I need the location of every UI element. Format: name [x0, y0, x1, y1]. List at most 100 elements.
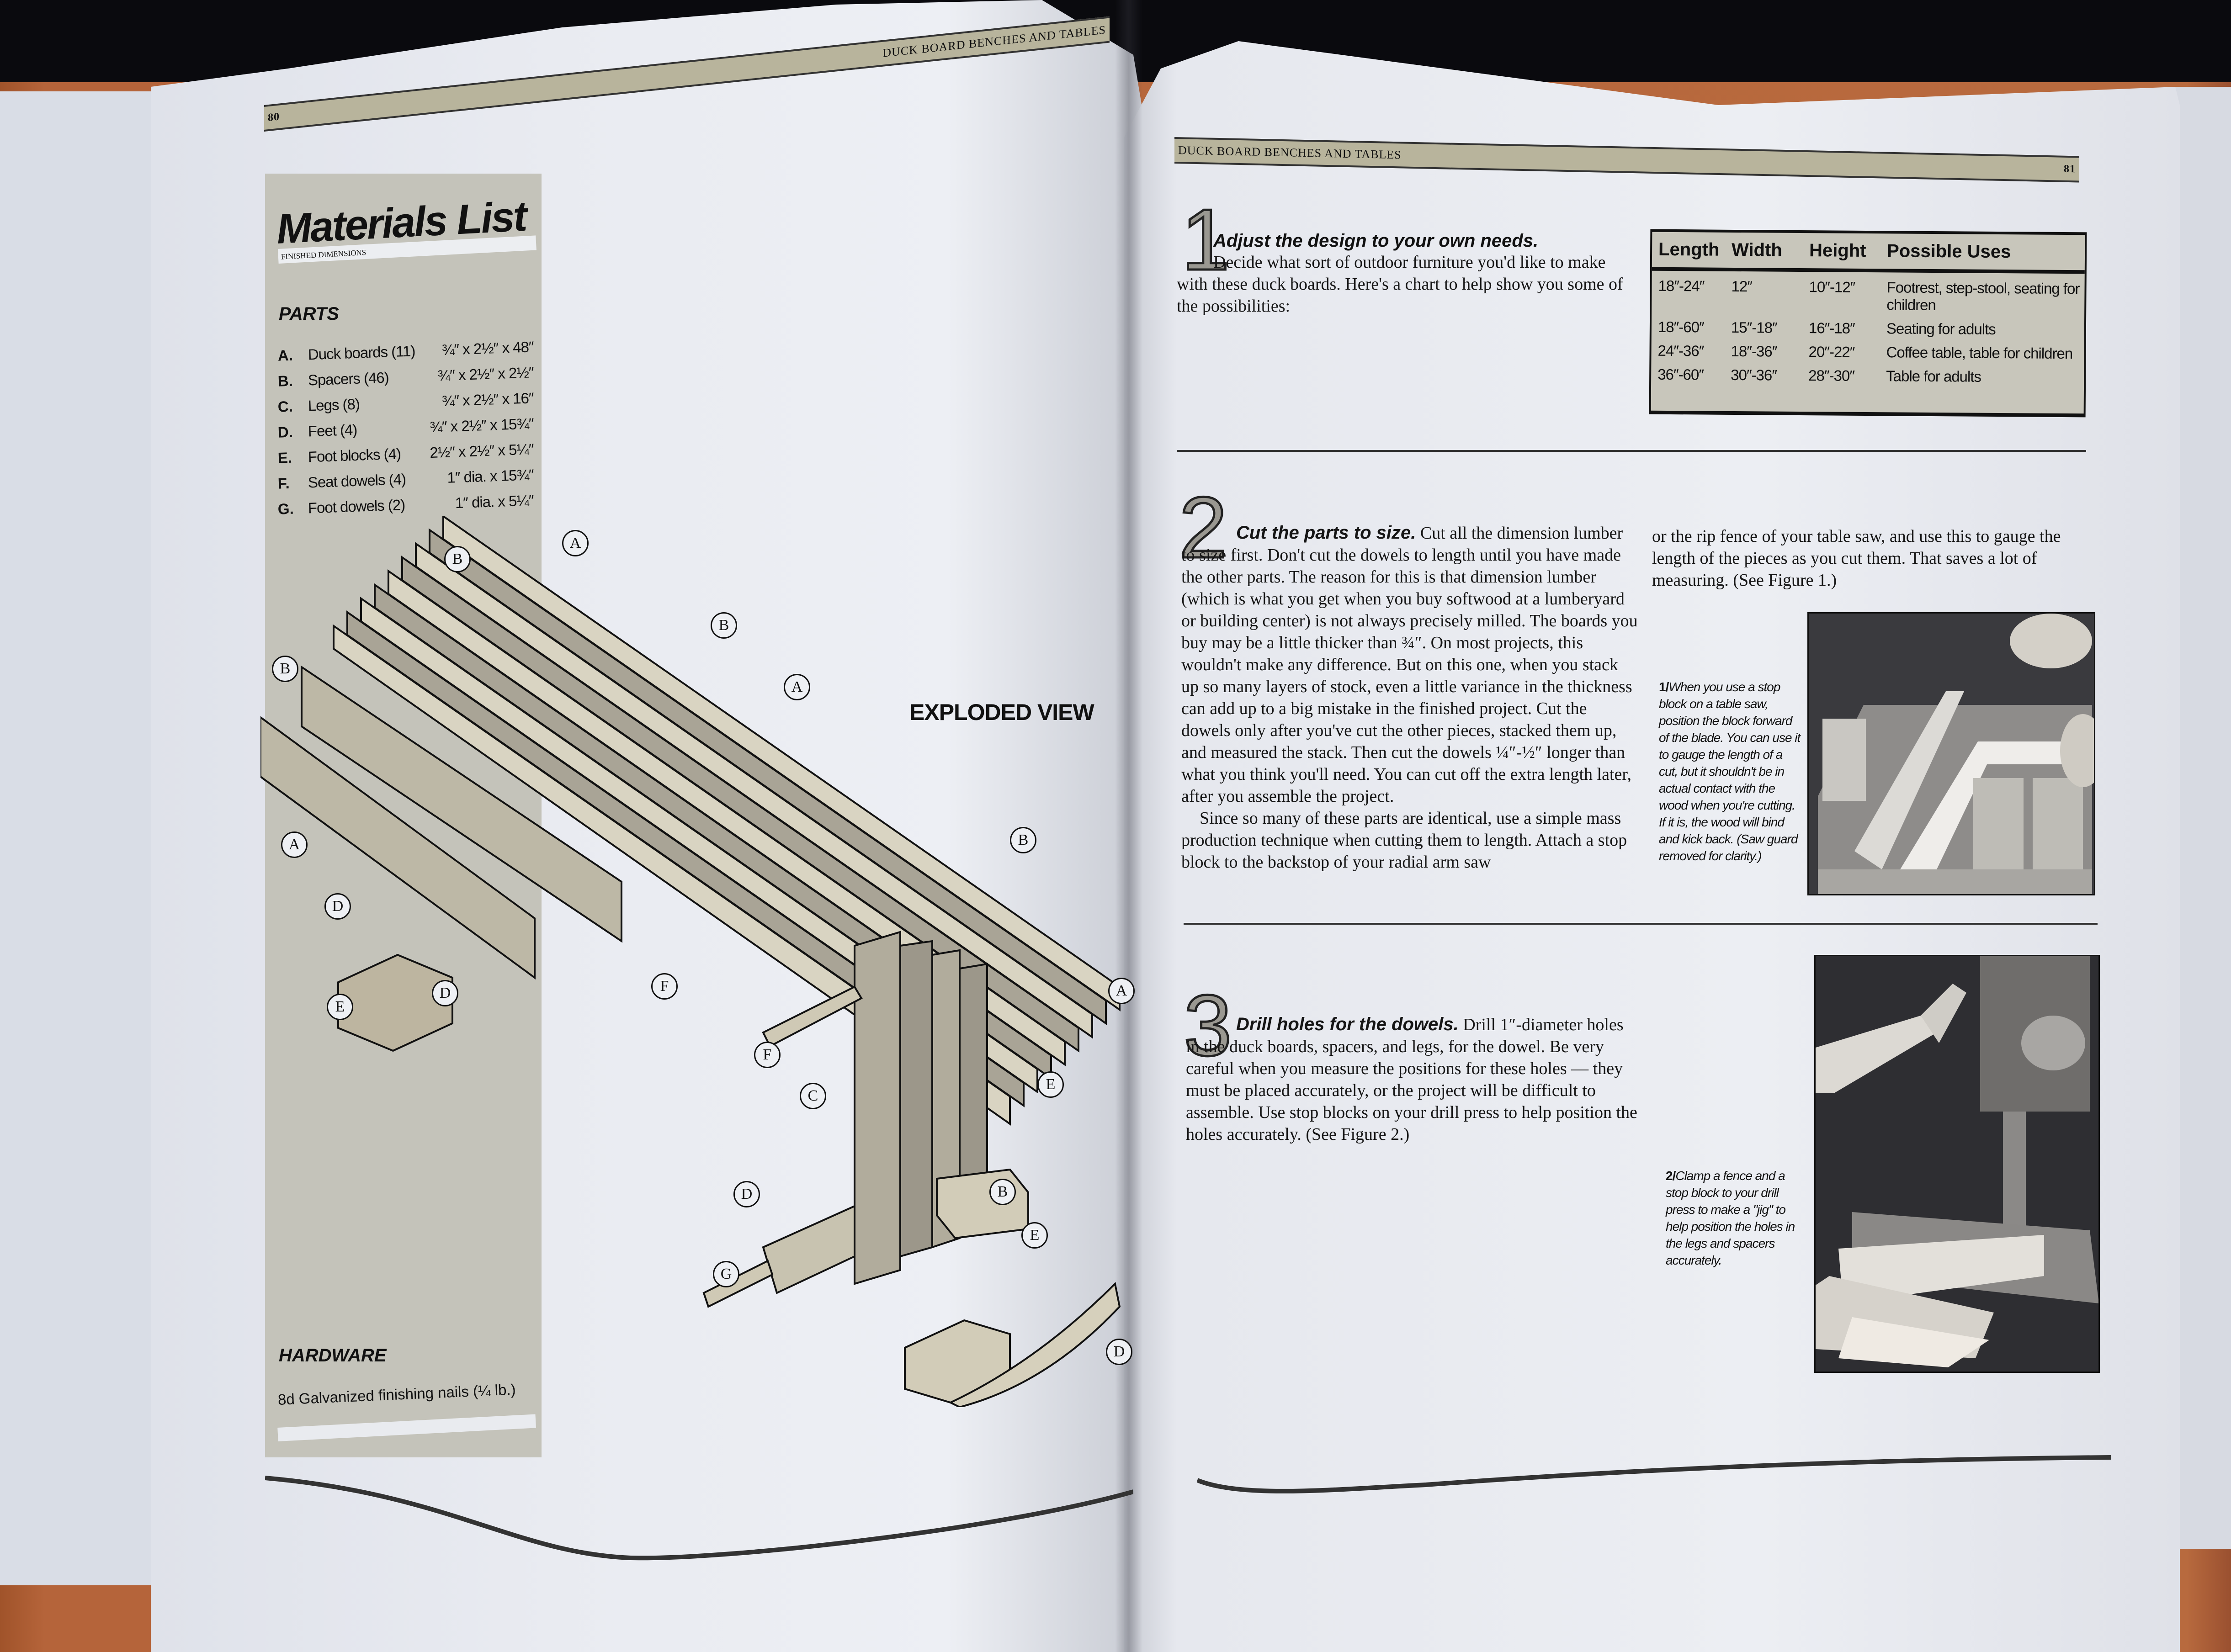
part-letter: C.: [277, 397, 293, 415]
step-number-1: 1: [1180, 191, 1231, 288]
callout-c: C: [800, 1083, 826, 1109]
step-number-2: 2: [1178, 479, 1229, 576]
callout-e: E: [1037, 1071, 1064, 1098]
bench-illustration: [260, 514, 1121, 1408]
table-row: 18″-24″ 12″ 10″-12″ Footrest, step-stool…: [1652, 277, 2085, 315]
cell-height: 10″-12″: [1809, 278, 1855, 296]
drill-press-jig-photo: [1814, 955, 2100, 1373]
part-dimensions: 1″ dia. x 15¾″: [446, 466, 534, 486]
page-number-left: 80: [268, 110, 280, 124]
part-dimensions: ¾″ x 2½″ x 16″: [441, 389, 534, 410]
part-dimensions: 2½″ x 2½″ x 5¼″: [429, 440, 534, 461]
cell-width: 30″-36″: [1731, 366, 1777, 384]
cell-uses: Table for adults: [1886, 367, 1981, 385]
parts-list: A. Duck boards (11) ¾″ x 2½″ x 48″ B. Sp…: [277, 338, 534, 522]
step-number-3: 3: [1183, 977, 1233, 1074]
step-2-body-col1: Cut all the dimension lumber to size fir…: [1181, 524, 1638, 806]
callout-a: A: [562, 530, 589, 556]
table-saw-stop-block-photo: [1807, 612, 2095, 895]
part-letter: E.: [277, 449, 292, 466]
page-number-right: 81: [2064, 163, 2076, 175]
part-letter: G.: [277, 500, 294, 518]
callout-f: F: [754, 1042, 781, 1068]
step-3-text: Drill holes for the dowels. Drill 1″-dia…: [1186, 1013, 1638, 1145]
callout-b: B: [444, 546, 471, 572]
cell-height: 16″-18″: [1808, 319, 1855, 337]
cell-uses: Footrest, step-stool, seating for childr…: [1886, 279, 2080, 314]
left-page-footer-curve: [265, 1476, 1133, 1561]
part-dimensions: ¾″ x 2½″ x 15¾″: [429, 415, 534, 436]
callout-g: G: [713, 1261, 739, 1287]
step-3-body-text: Drill 1″-diameter holes in the duck boar…: [1186, 1015, 1637, 1144]
cell-height: 20″-22″: [1808, 343, 1855, 360]
step-2-body: Cut the parts to size. Cut all the dimen…: [1181, 522, 1638, 807]
cell-length: 36″-60″: [1657, 365, 1704, 383]
cell-length: 18″-60″: [1657, 318, 1704, 336]
callout-a: A: [281, 831, 308, 858]
callout-e: E: [1021, 1222, 1048, 1249]
cell-uses: Coffee table, table for children: [1886, 344, 2073, 362]
cell-height: 28″-30″: [1808, 367, 1855, 384]
figure-1-caption: 1/When you use a stop block on a table s…: [1659, 678, 1801, 864]
callout-a: A: [1108, 978, 1135, 1004]
part-letter: F.: [277, 474, 290, 492]
header-width: Width: [1731, 239, 1782, 260]
step-2-text-col1: Cut the parts to size. Cut all the dimen…: [1181, 522, 1638, 873]
part-letter: D.: [277, 423, 293, 441]
figure-2-number: 2/: [1666, 1169, 1676, 1183]
part-letter: A.: [277, 346, 293, 364]
callout-b: B: [1010, 827, 1036, 853]
header-possible-uses: Possible Uses: [1886, 241, 2011, 262]
parts-heading: PARTS: [279, 304, 339, 324]
callout-f: F: [651, 973, 678, 1000]
exploded-view-label: EXPLODED VIEW: [909, 699, 1094, 725]
part-letter: B.: [277, 372, 293, 390]
step-1-body: Decide what sort of outdoor furniture yo…: [1177, 253, 1623, 316]
figure-1-caption-text: When you use a stop block on a table saw…: [1659, 680, 1801, 863]
callout-d: D: [432, 980, 458, 1006]
hardware-heading: HARDWARE: [279, 1345, 387, 1366]
hardware-strip: [277, 1414, 537, 1441]
possible-uses-table: Length Width Height Possible Uses 18″-24…: [1649, 229, 2087, 418]
part-name: Duck boards (11): [308, 342, 415, 363]
table-saw-image: [1809, 614, 2094, 894]
figure-2-caption: 2/Clamp a fence and a stop block to your…: [1666, 1167, 1803, 1269]
header-length: Length: [1658, 239, 1720, 260]
right-page-footer-curve: [1197, 1455, 2111, 1493]
table-row: 24″-36″ 18″-36″ 20″-22″ Coffee table, ta…: [1651, 342, 2084, 363]
callout-d: D: [1106, 1339, 1132, 1365]
table-header: Length Width Height Possible Uses: [1652, 232, 2085, 274]
figure-2-caption-text: Clamp a fence and a stop block to your d…: [1666, 1169, 1795, 1267]
part-dimensions: 1″ dia. x 5¼″: [455, 492, 534, 512]
header-height: Height: [1809, 240, 1866, 261]
cell-length: 18″-24″: [1658, 277, 1705, 295]
callout-a: A: [784, 674, 810, 700]
step-2-heading: Cut the parts to size.: [1236, 523, 1416, 543]
figure-1-number: 1/: [1659, 680, 1669, 694]
callout-e: E: [327, 994, 353, 1020]
step-3-body: Drill holes for the dowels. Drill 1″-dia…: [1186, 1013, 1638, 1145]
cell-width: 18″-36″: [1731, 342, 1777, 360]
drill-press-image: [1816, 956, 2098, 1371]
book-edge-left: [0, 91, 155, 1585]
section-divider: [1177, 450, 2086, 452]
book-edge-right: [2175, 87, 2231, 1549]
part-dimensions: ¾″ x 2½″ x 2½″: [437, 364, 534, 384]
part-name: Foot blocks (4): [308, 445, 401, 466]
table-row: 18″-60″ 15″-18″ 16″-18″ Seating for adul…: [1652, 318, 2084, 339]
step-2-body-col2: or the rip fence of your table saw, and …: [1652, 527, 2061, 590]
callout-b: B: [272, 656, 298, 682]
step-3-heading: Drill holes for the dowels.: [1236, 1014, 1459, 1034]
book-gutter: [1115, 0, 1142, 1652]
running-header-title-right: DUCK BOARD BENCHES AND TABLES: [1178, 143, 1402, 162]
part-name: Feet (4): [308, 421, 357, 440]
exploded-view-diagram: B A B B A A B D E D F A F C E D B E G D: [260, 514, 1152, 1408]
cell-width: 15″-18″: [1731, 318, 1777, 336]
callout-b: B: [989, 1179, 1016, 1205]
table-row: 36″-60″ 30″-36″ 28″-30″ Table for adults: [1651, 366, 2084, 387]
cell-uses: Seating for adults: [1886, 320, 1996, 338]
section-divider: [1184, 923, 2098, 925]
callout-d: D: [733, 1181, 760, 1207]
part-dimensions: ¾″ x 2½″ x 48″: [441, 338, 534, 359]
step-1-heading: Adjust the design to your own needs.: [1213, 231, 1539, 251]
